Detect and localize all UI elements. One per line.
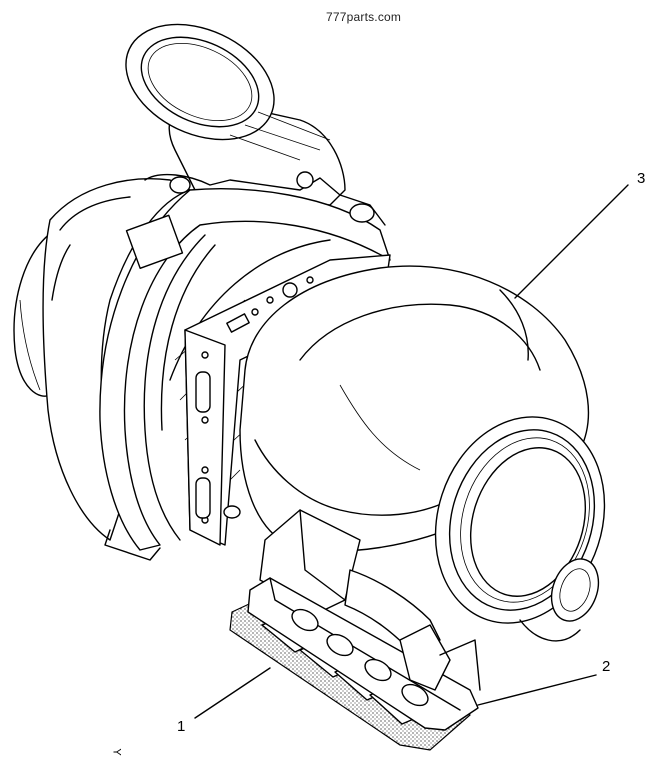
clamp-band <box>99 171 391 551</box>
compressor-housing <box>13 178 191 561</box>
top-outlet-elbow <box>125 23 346 206</box>
corner-mark: Y <box>110 748 123 756</box>
callout-label-2: 2 <box>602 658 611 675</box>
turbine-outlet-ring <box>434 416 606 642</box>
turbine-inlet-flange <box>247 577 481 731</box>
leader-line-3 <box>514 184 629 299</box>
leader-lines <box>194 184 629 719</box>
callout-label-1: 1 <box>177 718 186 735</box>
leader-line-1 <box>194 667 271 719</box>
leader-line-2 <box>477 674 597 706</box>
callout-label-3: 3 <box>637 170 646 187</box>
watermark-text: 777parts.com <box>326 10 402 24</box>
